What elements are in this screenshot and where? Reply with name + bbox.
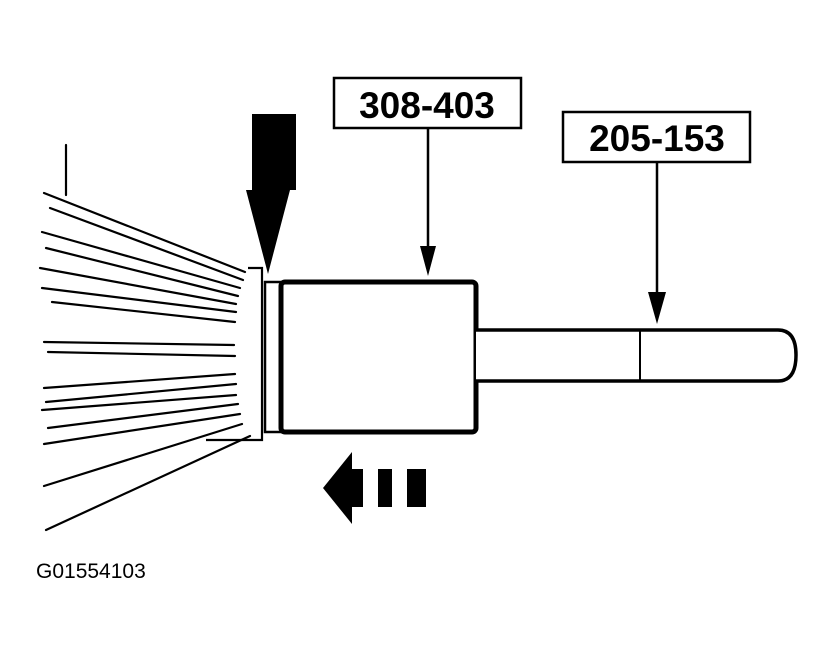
insertion-point-arrow <box>246 114 296 274</box>
callout-arrowhead-tool-a <box>420 246 436 276</box>
callout-label-tool-b: 205-153 <box>589 118 725 159</box>
callout-205-153: 205-153 <box>561 110 752 324</box>
handle-tool <box>476 328 798 383</box>
housing-bracket <box>206 266 264 442</box>
seal-installer-body <box>278 279 479 435</box>
direction-arrow-left-icon <box>323 452 426 524</box>
callout-label-tool-a: 308-403 <box>359 85 495 126</box>
callout-arrowhead-tool-b <box>648 292 666 324</box>
radiating-lines <box>38 143 252 532</box>
callout-308-403: 308-403 <box>332 76 523 276</box>
figure-id: G01554103 <box>36 560 146 583</box>
